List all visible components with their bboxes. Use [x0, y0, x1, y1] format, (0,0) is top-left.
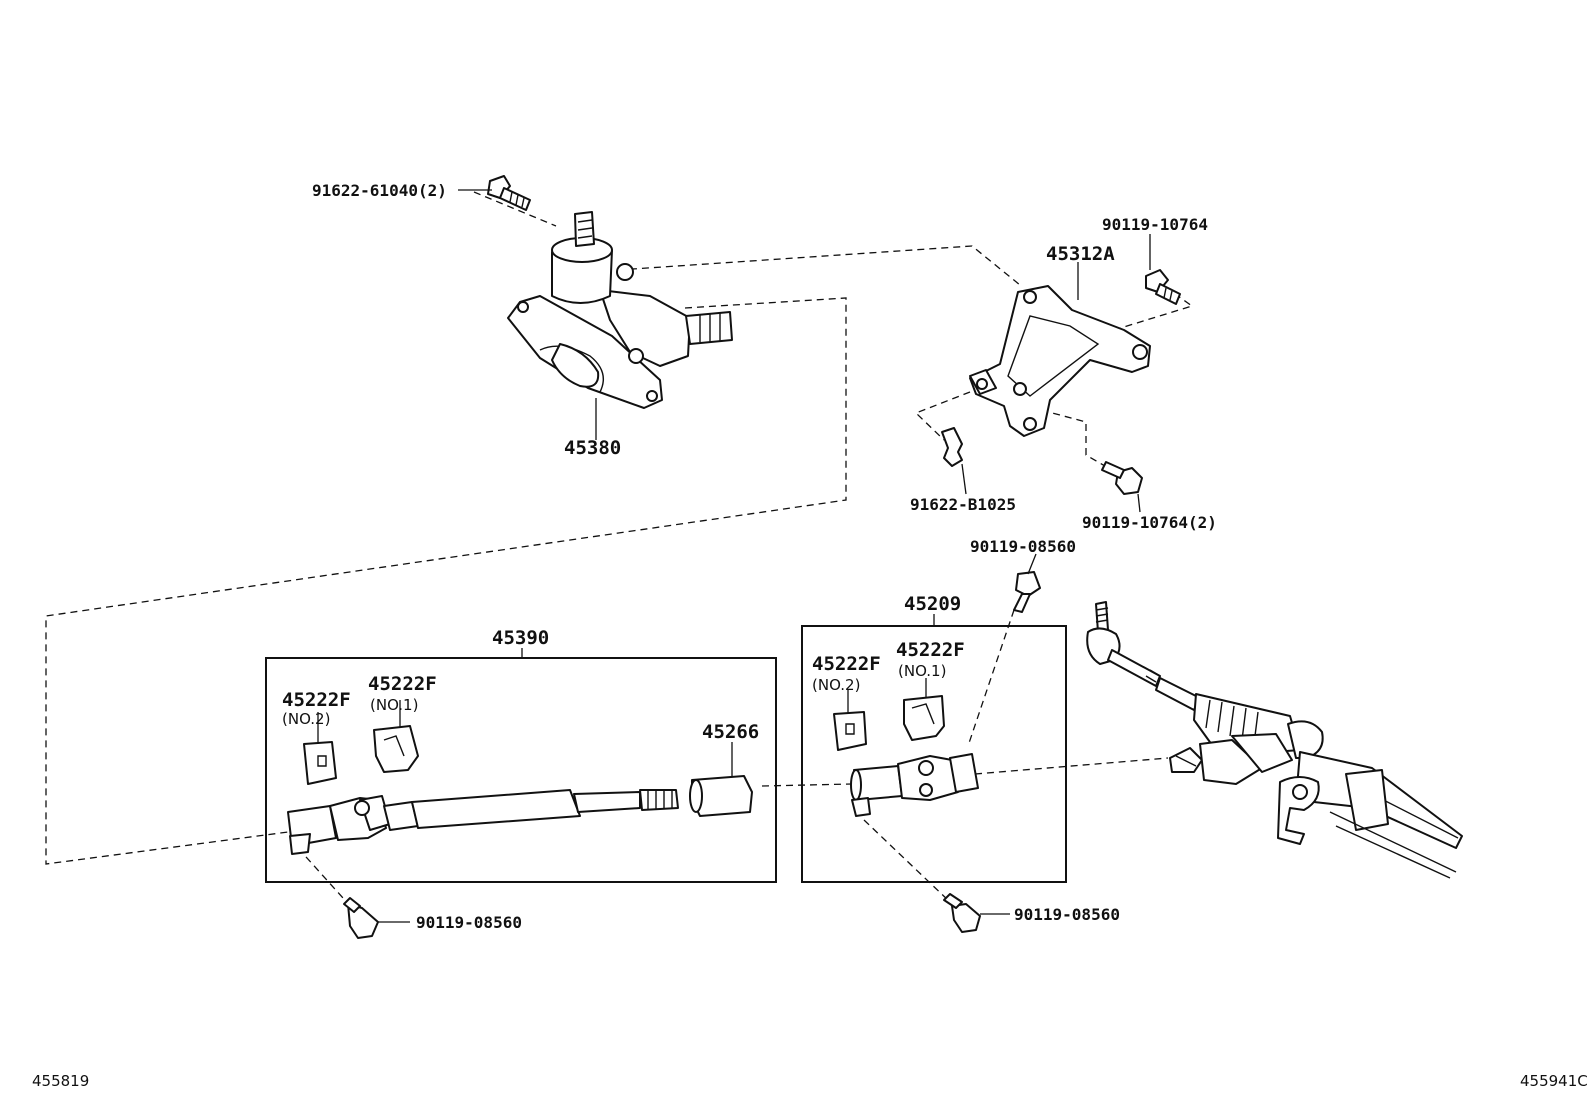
label-45209: 45209	[904, 593, 961, 615]
label-91622-b1025: 91622-B1025	[910, 495, 1016, 514]
footer: 455819 455941C	[32, 1072, 1588, 1090]
sleeve-45266-icon	[689, 775, 753, 817]
label-45222f-no2-left: 45222F	[282, 689, 351, 711]
intermediate-shaft-45390-icon	[287, 789, 679, 855]
clip-45222f-no1-right-icon	[903, 695, 945, 741]
bolt-90119-08560-right-icon	[943, 893, 981, 933]
bolt-90119-08560-left-icon	[343, 897, 379, 939]
bolt-90119-10764-2-icon	[1101, 461, 1143, 495]
assembly-box-45390	[265, 657, 777, 883]
part-labels: 91622-61040(2) 90119-10764 45312A 45380 …	[282, 181, 1217, 932]
label-45380: 45380	[564, 437, 621, 459]
label-45222f-no1-right-sub: (NO.1)	[898, 662, 946, 680]
label-45222f-no2-right-sub: (NO.2)	[812, 676, 860, 694]
bolt-90119-10764-icon	[1145, 269, 1181, 305]
bolt-90119-08560-top-icon	[1013, 571, 1041, 613]
label-90119-10764: 90119-10764	[1102, 215, 1208, 234]
label-90119-08560-right: 90119-08560	[1014, 905, 1120, 924]
clip-45222f-no1-left-icon	[373, 725, 419, 773]
label-90119-08560-left: 90119-08560	[416, 913, 522, 932]
clip-45222f-no2-right-icon	[833, 711, 867, 751]
bolt-91622-b1025-icon	[941, 427, 963, 467]
steering-gearbox-45380-icon	[507, 211, 733, 409]
label-90119-08560-top: 90119-08560	[970, 537, 1076, 556]
bolt-91622-61040-icon	[487, 175, 531, 211]
label-45266: 45266	[702, 721, 759, 743]
label-90119-10764-2: 90119-10764(2)	[1082, 513, 1217, 532]
footer-left-code: 455819	[32, 1072, 89, 1090]
label-45222f-no1-left-sub: (NO.1)	[370, 696, 418, 714]
bracket-45312a-icon	[969, 285, 1151, 437]
label-45222f-no1-right: 45222F	[896, 639, 965, 661]
footer-right-code: 455941C	[1520, 1072, 1588, 1090]
intermediate-shaft-45209-icon	[850, 753, 979, 817]
label-45222f-no1-left: 45222F	[368, 673, 437, 695]
leader-lines	[317, 189, 1151, 923]
assembly-dashed-lines	[45, 191, 1194, 909]
label-45312a: 45312A	[1046, 243, 1115, 265]
clip-45222f-no2-left-icon	[303, 741, 337, 785]
label-91622-61040: 91622-61040(2)	[312, 181, 447, 200]
label-45222f-no2-right: 45222F	[812, 653, 881, 675]
label-45222f-no2-left-sub: (NO.2)	[282, 710, 330, 728]
label-45390: 45390	[492, 627, 549, 649]
steering-rack-icon	[1086, 601, 1463, 879]
